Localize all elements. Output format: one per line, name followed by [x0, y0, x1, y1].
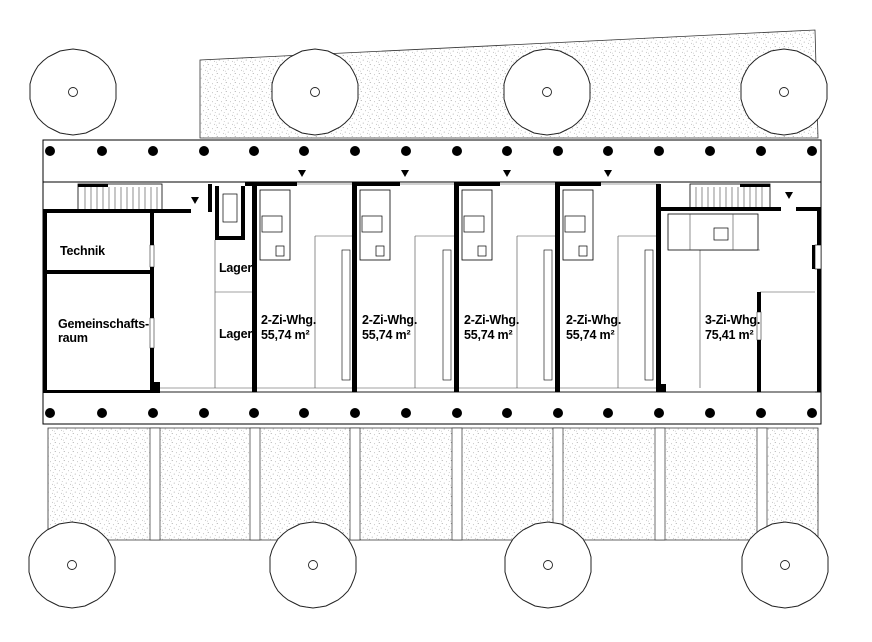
kitchen-counters — [341, 249, 654, 381]
balcony-band-bottom — [42, 391, 822, 425]
room-label-lager-1: Lager — [219, 261, 252, 275]
tree — [271, 48, 359, 136]
tree — [504, 521, 592, 609]
unit-2-type: 2-Zi-Whg. — [362, 313, 417, 327]
stair-right — [689, 183, 771, 211]
tree — [28, 521, 116, 609]
unit-2-area: 55,74 m² — [362, 328, 410, 342]
unit-4-type: 2-Zi-Whg. — [566, 313, 621, 327]
unit-4-area: 55,74 m² — [566, 328, 614, 342]
room-label-gemeinschaftsraum-1: Gemeinschafts- — [58, 317, 149, 331]
garden-plots-bottom — [47, 427, 819, 563]
unit-3-area: 55,74 m² — [464, 328, 512, 342]
tree — [503, 48, 591, 136]
tree — [740, 48, 828, 136]
unit-5-type: 3-Zi-Whg. — [705, 313, 760, 327]
unit-1-type: 2-Zi-Whg. — [261, 313, 316, 327]
room-label-gemeinschaftsraum-2: raum — [58, 331, 88, 345]
entrance-arrows — [191, 170, 793, 204]
columns-bottom — [45, 408, 817, 418]
unit-3-type: 2-Zi-Whg. — [464, 313, 519, 327]
tree — [741, 521, 829, 609]
balcony-band-top — [42, 139, 822, 183]
bathroom-cores — [259, 189, 759, 261]
tree — [269, 521, 357, 609]
tree — [29, 48, 117, 136]
stair-left — [77, 183, 163, 211]
room-label-technik: Technik — [60, 244, 105, 258]
unit-1-area: 55,74 m² — [261, 328, 309, 342]
room-label-lager-2: Lager — [219, 327, 252, 341]
columns-top — [45, 146, 817, 156]
unit-5-area: 75,41 m² — [705, 328, 753, 342]
